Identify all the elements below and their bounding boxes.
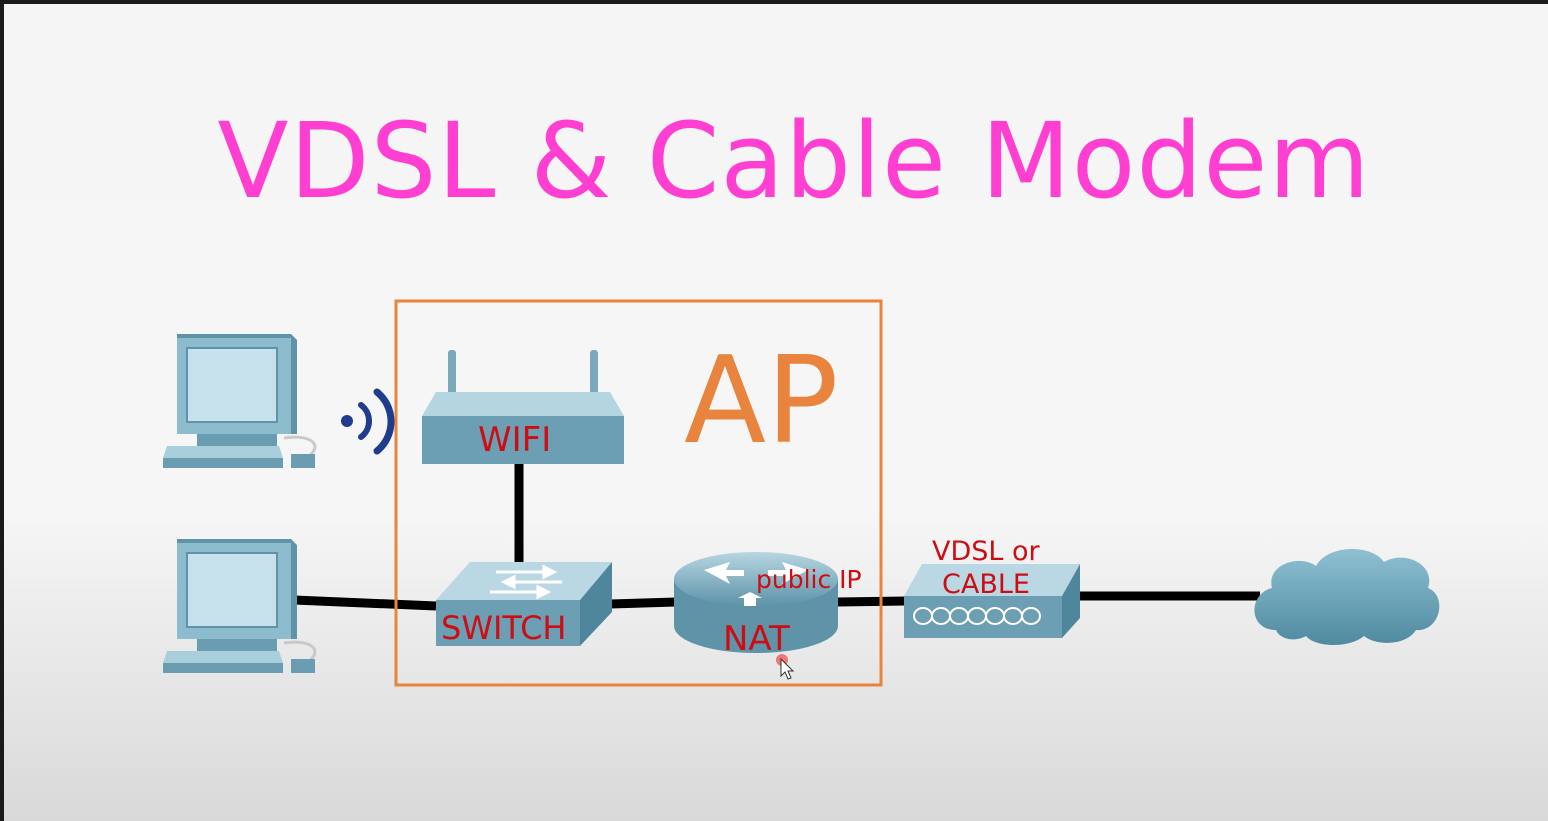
wifi-router-icon: WIFI — [422, 350, 624, 464]
modem-icon: VDSL or CABLE — [904, 536, 1080, 638]
switch-label: SWITCH — [441, 609, 566, 647]
links — [293, 464, 1260, 611]
slide-title: VDSL & Cable Modem — [217, 100, 1371, 222]
ap-label: AP — [684, 332, 838, 471]
computer-icon — [163, 334, 317, 468]
slide: VDSL & Cable Modem AP — [4, 4, 1548, 821]
modem-label-line1: VDSL or — [932, 536, 1041, 567]
public-ip-label: public IP — [756, 565, 862, 594]
computer-icon — [163, 539, 317, 673]
wifi-label: WIFI — [478, 420, 551, 460]
link-switch-router — [609, 597, 677, 609]
link-router-modem — [837, 596, 907, 607]
mouse-cursor-icon — [776, 654, 795, 680]
router-icon: public IP NAT — [674, 552, 862, 659]
modem-label-line2: CABLE — [942, 569, 1030, 600]
ap-box — [394, 299, 883, 687]
cloud-icon — [1254, 548, 1440, 645]
link-pc-switch — [293, 595, 437, 611]
switch-icon: SWITCH — [436, 562, 612, 647]
network-diagram: AP — [163, 299, 1440, 687]
wireless-signal-icon — [341, 388, 395, 455]
nat-label: NAT — [723, 619, 790, 659]
